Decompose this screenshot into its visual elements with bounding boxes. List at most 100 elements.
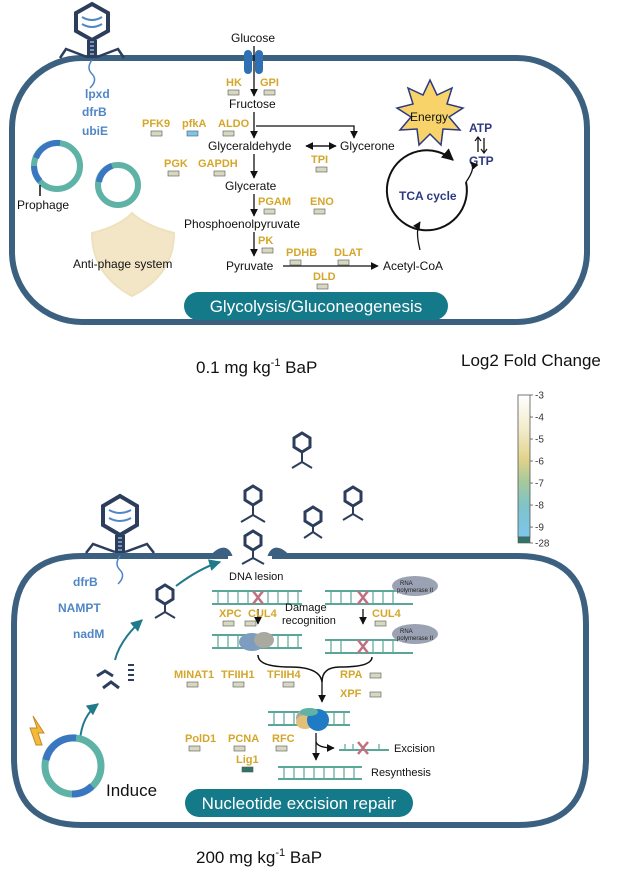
cul4-left-expression-box bbox=[244, 620, 257, 627]
gene-hk: HK bbox=[226, 77, 242, 89]
pdhb-expression-box bbox=[289, 259, 302, 266]
gene-pk: PK bbox=[258, 235, 273, 247]
gene-aldo: ALDO bbox=[218, 118, 250, 130]
minat1-expression-box bbox=[186, 681, 199, 688]
gene-minat1: MINAT1 bbox=[174, 669, 214, 681]
transporter-icon-2 bbox=[255, 50, 263, 74]
legend-ticks: -3 -4 -5 -6 -7 -8 -9 -28 bbox=[530, 391, 550, 550]
legend-tick-label: -3 bbox=[535, 391, 544, 402]
pk-expression-box bbox=[261, 247, 274, 254]
xpc-expression-box bbox=[222, 620, 235, 627]
metabolite-glucose: Glucose bbox=[231, 31, 275, 45]
gene-gpi: GPI bbox=[260, 77, 279, 89]
gene-eno: ENO bbox=[310, 196, 334, 208]
bottom-phage-gene-1: dfrB bbox=[73, 575, 98, 589]
gene-xpf: XPF bbox=[340, 688, 362, 700]
hk-expression-box bbox=[227, 89, 240, 96]
legend-tick-label: -5 bbox=[535, 435, 544, 446]
pcna-expression-box bbox=[233, 745, 246, 752]
gene-rfc: RFC bbox=[272, 733, 295, 745]
pgk-expression-box bbox=[167, 170, 180, 177]
gpi-expression-box bbox=[263, 89, 276, 96]
atp-label: ATP bbox=[469, 121, 492, 135]
gene-tfiih4: TFIIH4 bbox=[267, 669, 301, 681]
legend-title: Log2 Fold Change bbox=[461, 351, 601, 370]
tpi-expression-box bbox=[315, 166, 328, 173]
tca-cycle-icon bbox=[385, 148, 468, 232]
gapdh-expression-box bbox=[213, 170, 226, 177]
condition-top: 0.1 mg kg-1 BaP bbox=[196, 357, 317, 377]
tfiih1-expression-box bbox=[232, 681, 245, 688]
pfka-expression-box bbox=[186, 130, 199, 137]
gene-rpa: RPA bbox=[340, 669, 362, 681]
gene-lig1: Lig1 bbox=[236, 754, 259, 766]
dna-recognized-icon bbox=[212, 632, 302, 651]
dna-lesion-label: DNA lesion bbox=[229, 571, 283, 583]
dna-polii-icon bbox=[325, 576, 438, 605]
excision-label: Excision bbox=[394, 743, 435, 755]
energy-star-icon bbox=[395, 78, 465, 147]
bottom-phage-gene-3: nadM bbox=[73, 627, 104, 641]
rna-pol-label-4: polymerase II bbox=[397, 636, 433, 642]
gene-gapdh: GAPDH bbox=[198, 158, 238, 170]
dna-lesion-icon bbox=[212, 590, 302, 605]
rpa-expression-box bbox=[369, 672, 382, 679]
damage-label-1: Damage bbox=[285, 602, 327, 614]
gene-dld: DLD bbox=[313, 271, 336, 283]
gene-pgam: PGAM bbox=[258, 196, 291, 208]
ner-banner bbox=[185, 789, 413, 817]
legend-tick-label: -28 bbox=[535, 539, 550, 550]
glycolysis-banner bbox=[184, 292, 448, 320]
rna-pol-label-3: RNA bbox=[400, 629, 413, 635]
legend-colorbar-tail bbox=[517, 536, 531, 544]
energy-label: Energy bbox=[410, 110, 448, 124]
resynthesis-label: Resynthesis bbox=[371, 767, 431, 779]
dlat-expression-box bbox=[337, 259, 350, 266]
legend-colorbar bbox=[517, 394, 531, 538]
rna-pol-label-1: RNA bbox=[400, 581, 413, 587]
tfiih4-expression-box bbox=[282, 681, 295, 688]
metabolite-pep: Phosphoenolpyruvate bbox=[184, 217, 300, 231]
legend-tick-label: -7 bbox=[535, 479, 544, 490]
metabolite-fructose: Fructose bbox=[229, 97, 276, 111]
damage-label-2: recognition bbox=[282, 615, 336, 627]
gene-cul4-left: CUL4 bbox=[248, 608, 278, 620]
shield-icon bbox=[90, 211, 176, 298]
phage-gene-2: dfrB bbox=[82, 105, 107, 119]
gene-pfk9: PFK9 bbox=[142, 118, 170, 130]
dld-expression-box bbox=[316, 283, 329, 290]
rna-pol-label-2: polymerase II bbox=[397, 588, 433, 594]
metabolite-glycerate: Glycerate bbox=[225, 179, 277, 193]
gene-pgk: PGK bbox=[164, 158, 188, 170]
excised-fragment-icon bbox=[339, 741, 389, 755]
pold1-expression-box bbox=[188, 745, 201, 752]
ner-banner-text: Nucleotide excision repair bbox=[202, 794, 397, 813]
lig1-expression-box bbox=[241, 766, 254, 773]
prophage-plasmid-icon bbox=[31, 139, 141, 208]
antiphage-label: Anti-phage system bbox=[73, 257, 172, 271]
phage-assembly-icon bbox=[96, 664, 134, 690]
induce-label: Induce bbox=[106, 781, 157, 800]
bottom-phage-gene-2: NAMPT bbox=[58, 601, 101, 615]
dna-recognized-polii-icon bbox=[325, 624, 438, 654]
phage-gene-3: ubiE bbox=[82, 124, 108, 138]
gene-tpi: TPI bbox=[311, 154, 328, 166]
legend-tick-label: -8 bbox=[535, 501, 544, 512]
legend-tick-label: -6 bbox=[535, 457, 544, 468]
legend-tick-label: -9 bbox=[535, 523, 544, 534]
tca-label: TCA cycle bbox=[399, 189, 457, 203]
pfk9-expression-box bbox=[150, 130, 163, 137]
metabolite-glyceraldehyde: Glyceraldehyde bbox=[208, 139, 292, 153]
gene-pcna: PCNA bbox=[228, 733, 259, 745]
repaired-dna-icon bbox=[278, 766, 362, 780]
transporter-icon-1 bbox=[244, 50, 252, 74]
bottom-plasmid-icon bbox=[41, 734, 105, 798]
phage-gene-1: lpxd bbox=[85, 87, 110, 101]
phage-icon-bottom bbox=[85, 493, 155, 585]
legend-tick-label: -4 bbox=[535, 413, 544, 424]
glycolysis-banner-text: Glycolysis/Gluconeogenesis bbox=[210, 297, 423, 316]
aldo-expression-box bbox=[222, 130, 235, 137]
cul4-right-expression-box bbox=[374, 620, 387, 627]
